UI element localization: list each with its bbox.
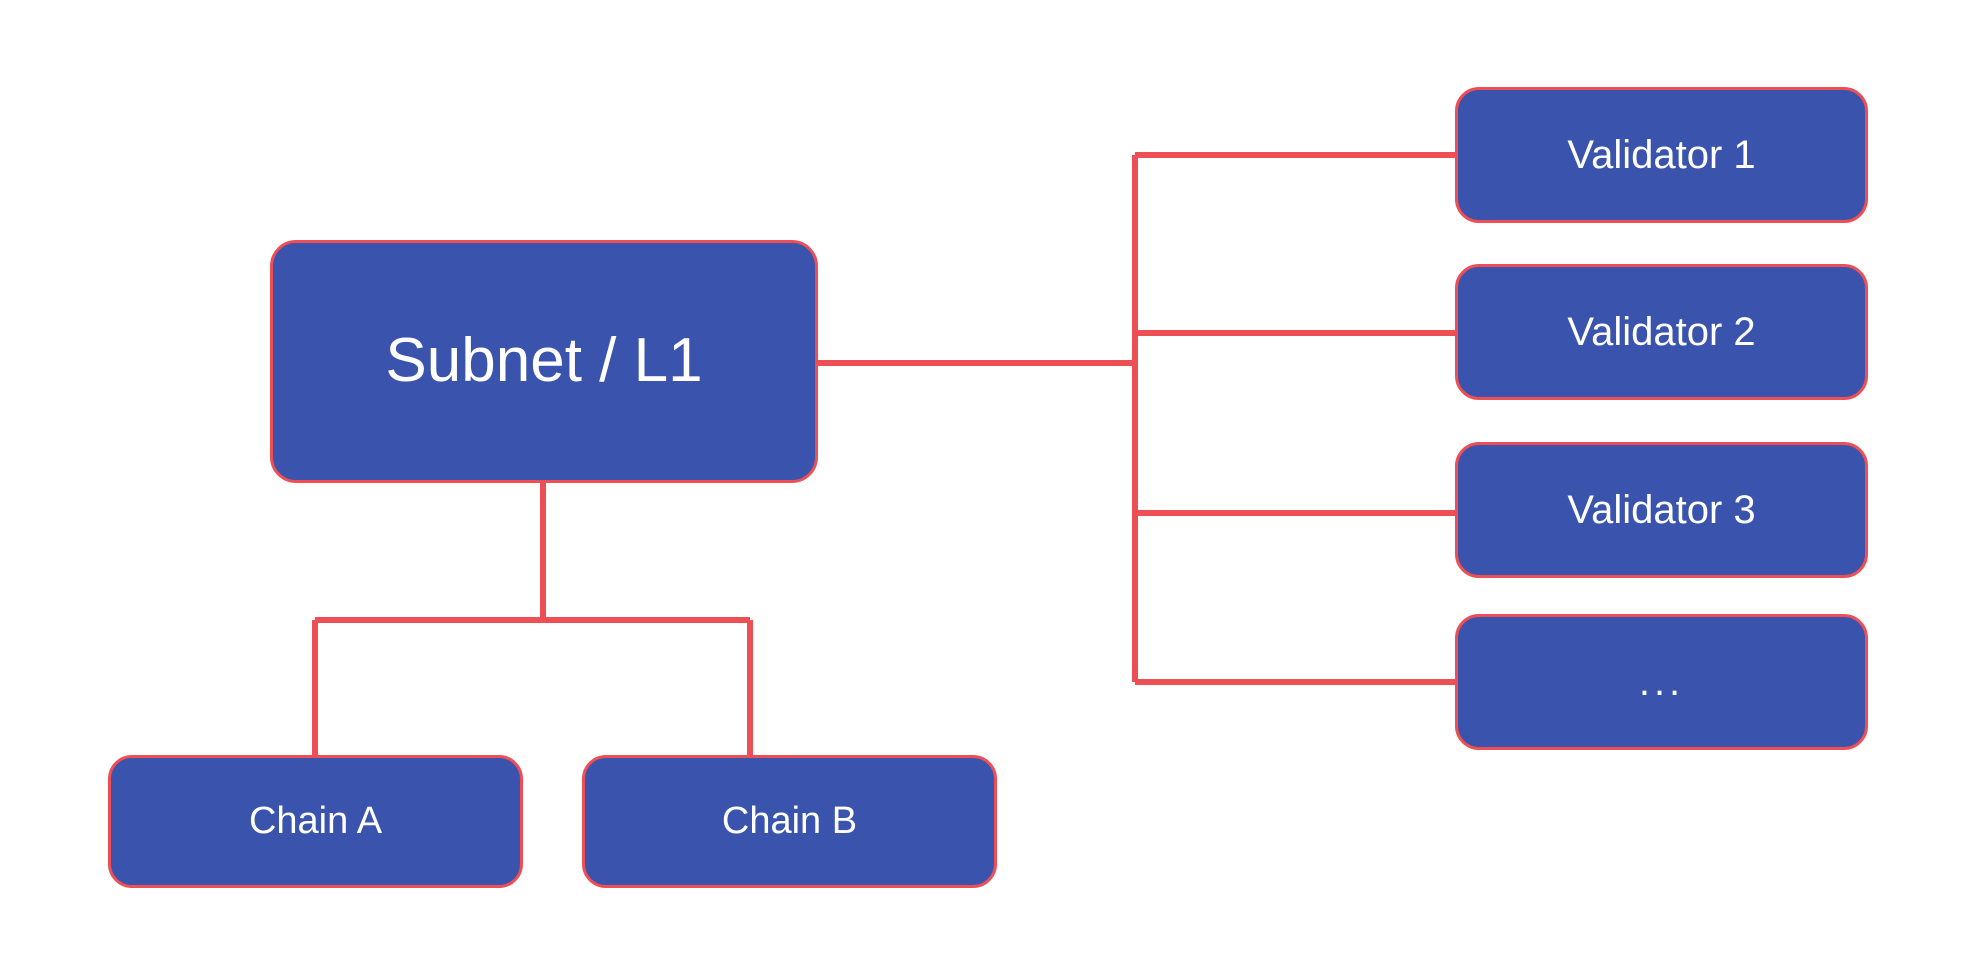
node-validator-1[interactable]: Validator 1 bbox=[1455, 87, 1868, 223]
node-validator-1-label: Validator 1 bbox=[1567, 133, 1756, 177]
node-chain-a[interactable]: Chain A bbox=[108, 755, 523, 888]
node-subnet-l1[interactable]: Subnet / L1 bbox=[270, 240, 818, 483]
node-validator-2-label: Validator 2 bbox=[1567, 310, 1756, 354]
node-validator-3-label: Validator 3 bbox=[1567, 488, 1756, 532]
node-validator-2[interactable]: Validator 2 bbox=[1455, 264, 1868, 400]
node-chain-b-label: Chain B bbox=[721, 799, 858, 842]
node-validator-3[interactable]: Validator 3 bbox=[1455, 442, 1868, 578]
node-validator-ellipsis[interactable]: ... bbox=[1455, 614, 1868, 750]
node-chain-b[interactable]: Chain B bbox=[582, 755, 997, 888]
node-chain-a-label: Chain A bbox=[248, 799, 383, 842]
node-validator-ellipsis-label: ... bbox=[1638, 660, 1685, 704]
node-subnet-l1-label: Subnet / L1 bbox=[385, 326, 703, 396]
